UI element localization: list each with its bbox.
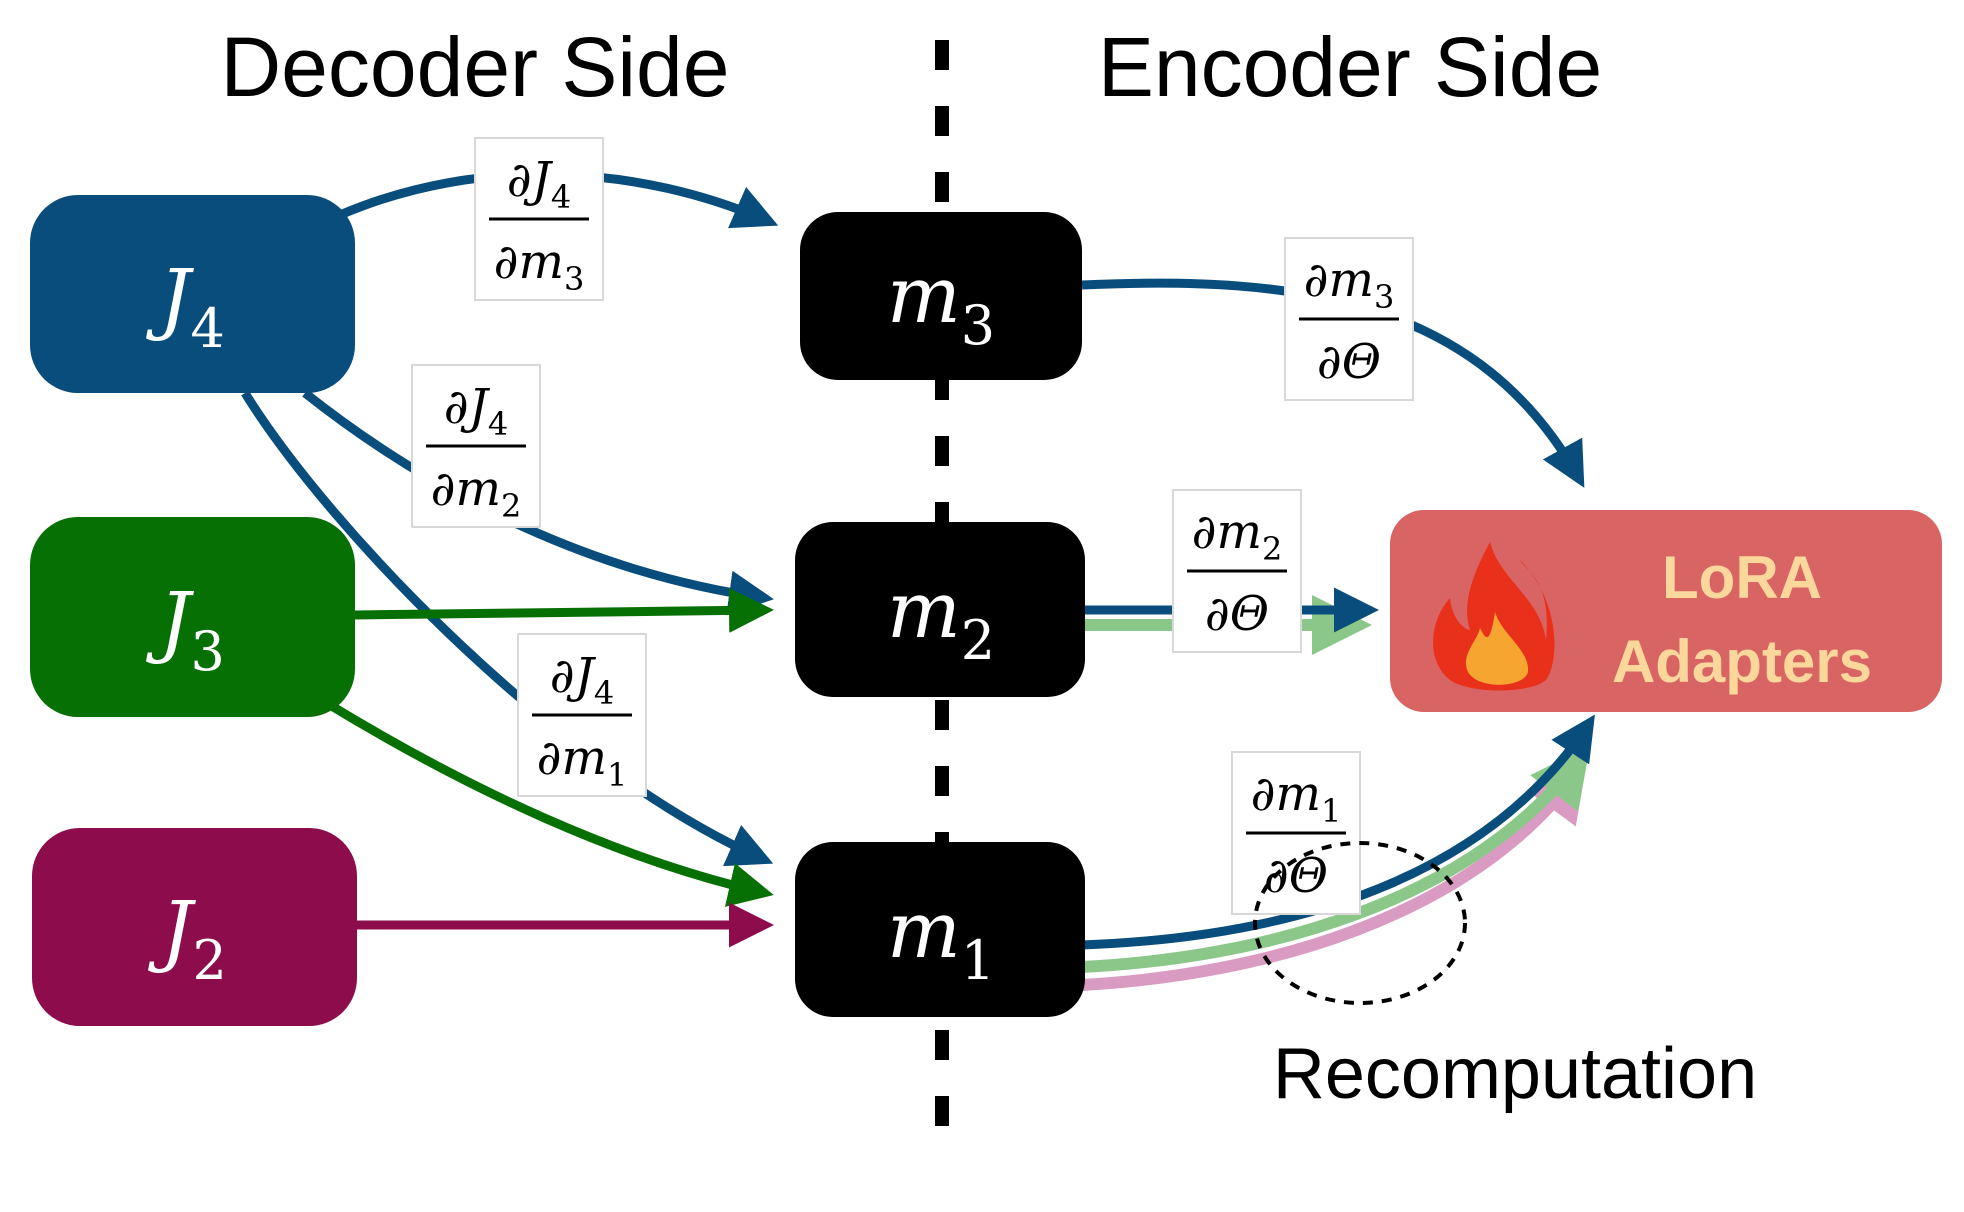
m1-sub: 1 [961, 929, 995, 992]
grad-label-dJ4-dm1: ∂J4∂m1 [517, 633, 647, 797]
edge-m1-adapter-purple [1081, 760, 1588, 991]
fraction-denominator: ∂m1 [537, 730, 628, 794]
j4-sub: 4 [190, 297, 224, 360]
edge-j3-m1 [327, 701, 774, 907]
recomputation-circle [1253, 841, 1467, 1005]
fraction-numerator: ∂J4 [507, 152, 571, 216]
edge-m1-adapter-blue [1081, 714, 1595, 950]
grad-label-dm3-dtheta: ∂m3 ∂Θ [1284, 237, 1414, 401]
fraction-numerator: ∂J4 [550, 648, 614, 712]
m3-base: m [887, 251, 961, 341]
svg-text:m3: m3 [887, 251, 995, 357]
memory-node-m3: m3 [800, 212, 1082, 380]
fraction-numerator: ∂m3 [1304, 252, 1395, 316]
fraction-denominator: ∂m3 [494, 234, 585, 298]
grad-label-dJ4-dm3: ∂J4∂m3 [474, 137, 604, 301]
svg-text:m2: m2 [887, 566, 995, 672]
loss-node-j2: J2 [32, 828, 357, 1026]
j3-sub: 3 [190, 620, 224, 683]
svg-text:m1: m1 [887, 886, 995, 992]
fraction-numerator: ∂m2 [1192, 504, 1283, 568]
grad-label-dm1-dtheta: ∂m1 ∂Θ [1231, 751, 1361, 915]
memory-node-m1: m1 [795, 842, 1085, 1017]
fraction-denominator: ∂Θ [1317, 334, 1381, 390]
encoder-side-heading: Encoder Side [1098, 20, 1602, 114]
edge-j3-m2 [354, 587, 774, 633]
j2-sub: 2 [192, 929, 226, 992]
fraction-denominator: ∂m2 [431, 461, 522, 525]
lora-adapter-node: LoRA [1390, 510, 1942, 712]
m1-base: m [887, 886, 961, 976]
m2-base: m [887, 566, 961, 656]
m3-sub: 3 [961, 294, 995, 357]
loss-node-j4: J4 [30, 195, 355, 393]
loss-node-j3: J3 [30, 517, 355, 717]
recomputation-label: Recomputation [1273, 1034, 1757, 1114]
fraction-numerator: ∂J4 [444, 379, 508, 443]
lora-adapter-line1: LoRA [1662, 544, 1822, 611]
decoder-side-heading: Decoder Side [221, 20, 730, 114]
edge-j4-m1 [241, 390, 774, 867]
fraction-denominator: ∂Θ [1205, 586, 1269, 642]
memory-node-m2: m2 [795, 522, 1085, 697]
fraction-numerator: ∂m1 [1251, 766, 1342, 830]
grad-label-dm2-dtheta: ∂m2 ∂Θ [1172, 489, 1302, 653]
lora-adapter-line2: Adapters [1612, 628, 1872, 695]
grad-label-dJ4-dm2: ∂J4∂m2 [411, 364, 541, 528]
fire-icon [1433, 542, 1555, 691]
m2-sub: 2 [961, 609, 995, 672]
fraction-denominator: ∂Θ [1264, 848, 1328, 904]
